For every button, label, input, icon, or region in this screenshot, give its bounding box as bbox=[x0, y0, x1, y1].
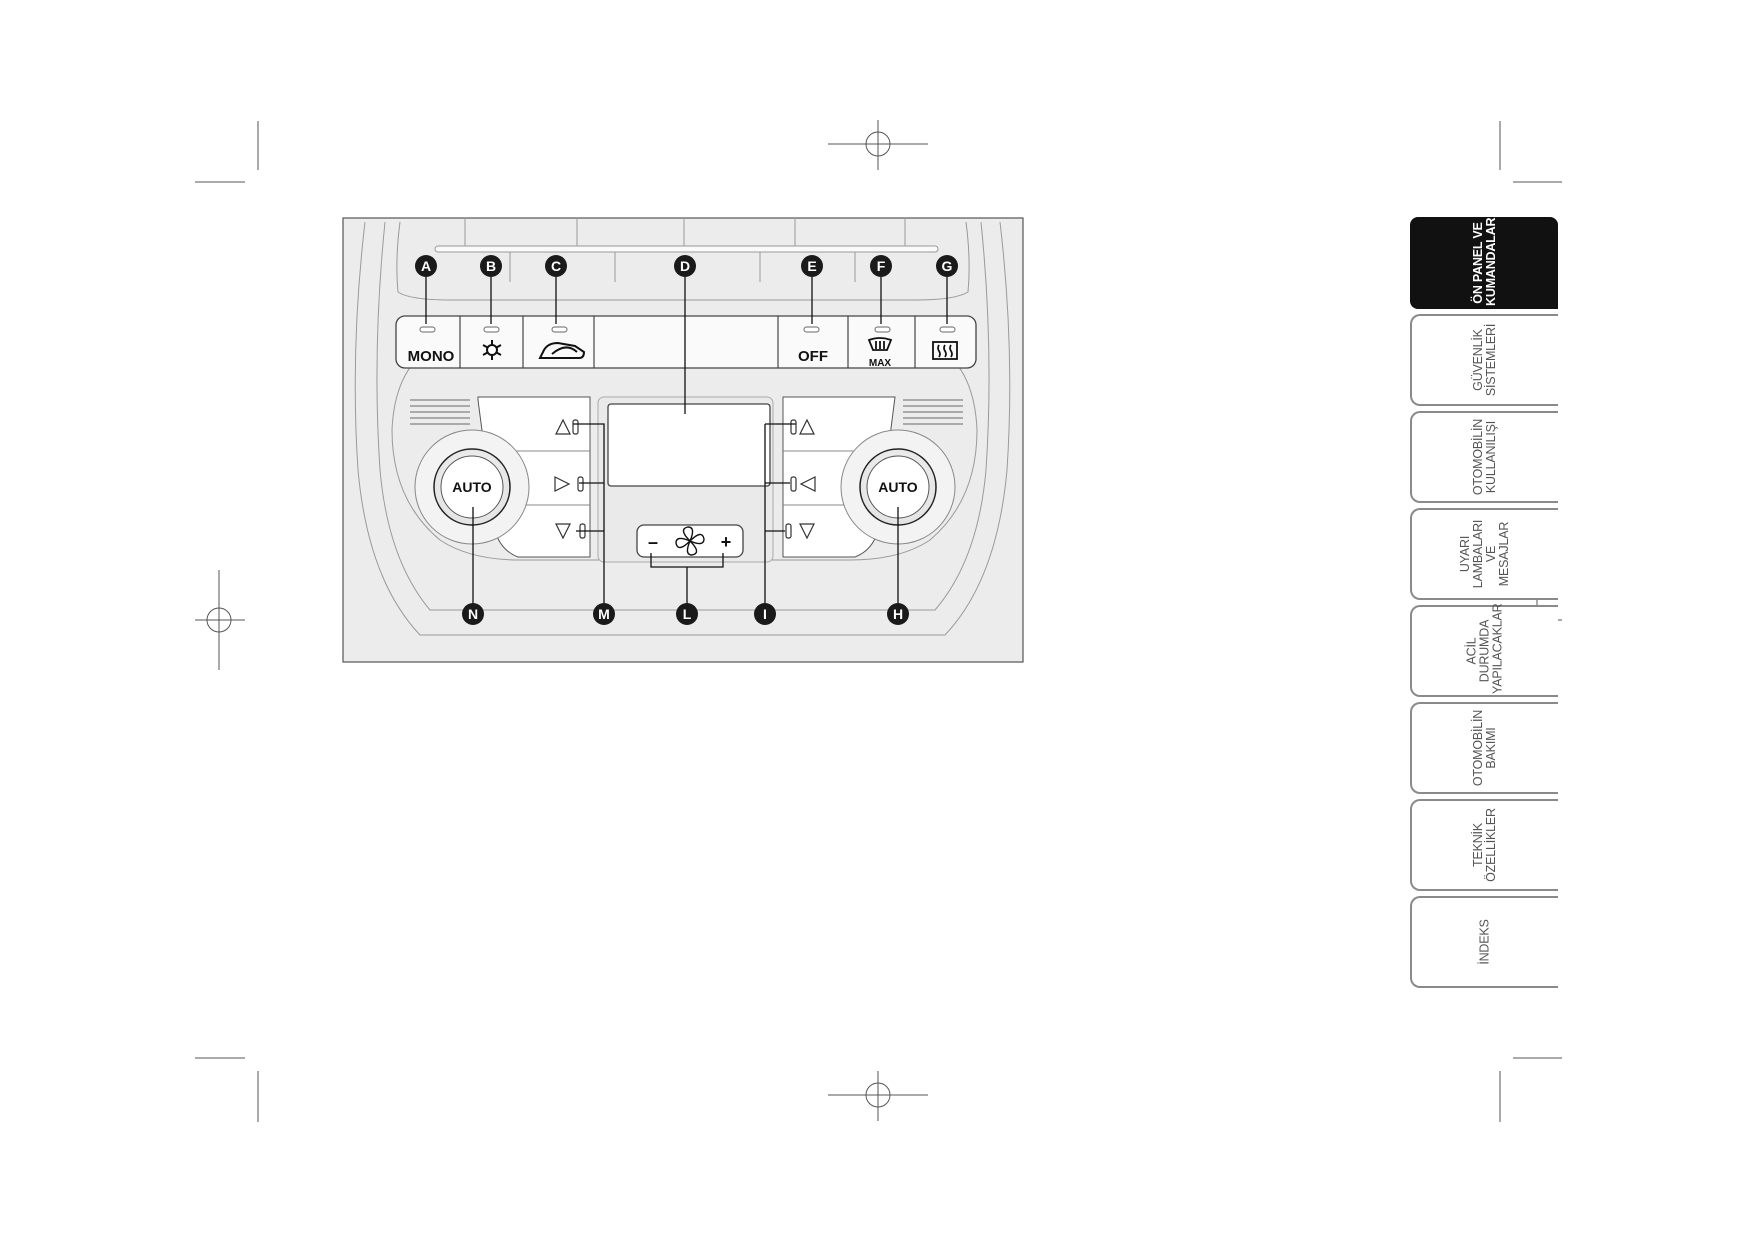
callout-n-label: N bbox=[468, 606, 478, 622]
callout-c-label: C bbox=[551, 258, 561, 274]
callout-e-marker bbox=[801, 255, 823, 277]
callout-n-marker bbox=[462, 603, 484, 625]
callout-d-label: D bbox=[680, 258, 690, 274]
callout-f-label: F bbox=[877, 258, 886, 274]
callout-f-marker bbox=[870, 255, 892, 277]
callout-b-marker bbox=[480, 255, 502, 277]
right-temperature-zone bbox=[782, 396, 963, 558]
top-button-strip bbox=[395, 315, 977, 369]
max-defrost-button[interactable]: MAX bbox=[869, 358, 892, 369]
callout-g-label: G bbox=[942, 258, 953, 274]
left-temperature-zone bbox=[410, 396, 591, 558]
fan-icon bbox=[675, 526, 705, 556]
fan-plus-button[interactable]: + bbox=[721, 532, 732, 552]
callout-l-marker bbox=[676, 603, 698, 625]
callout-a-marker bbox=[415, 255, 437, 277]
mono-button[interactable]: MONO bbox=[408, 348, 455, 365]
vent-up-icon[interactable] bbox=[555, 418, 579, 435]
vent-down-icon[interactable] bbox=[785, 523, 815, 540]
callout-l-label: L bbox=[683, 606, 692, 622]
callout-h-label: H bbox=[893, 606, 903, 622]
vent-center-icon[interactable] bbox=[554, 476, 584, 492]
rear-window-heater-icon[interactable] bbox=[932, 341, 958, 360]
snowflake-icon[interactable] bbox=[482, 340, 502, 360]
vent-up-icon[interactable] bbox=[790, 418, 815, 435]
auto-right-button[interactable]: AUTO bbox=[878, 479, 918, 495]
callout-markers: A B C D E F G H I L M N bbox=[415, 255, 958, 625]
callout-d-marker bbox=[674, 255, 696, 277]
leader-lines bbox=[425, 277, 948, 604]
callout-a-label: A bbox=[421, 258, 431, 274]
callout-e-label: E bbox=[807, 258, 816, 274]
recirculation-car-icon[interactable] bbox=[538, 341, 586, 359]
auto-left-button[interactable]: AUTO bbox=[452, 479, 492, 495]
off-button[interactable]: OFF bbox=[798, 348, 828, 365]
callout-h-marker bbox=[887, 603, 909, 625]
callout-g-marker bbox=[936, 255, 958, 277]
callout-c-marker bbox=[545, 255, 567, 277]
windscreen-defrost-icon[interactable] bbox=[867, 337, 893, 351]
callout-i-marker bbox=[754, 603, 776, 625]
callout-m-label: M bbox=[598, 606, 610, 622]
fan-speed-rocker[interactable] bbox=[636, 524, 744, 558]
callout-m-marker bbox=[593, 603, 615, 625]
callout-i-label: I bbox=[763, 606, 767, 622]
fan-minus-button[interactable]: – bbox=[648, 532, 658, 552]
vent-center-icon[interactable] bbox=[790, 476, 816, 492]
callout-b-label: B bbox=[486, 258, 496, 274]
tab-indeks[interactable]: İNDEKS bbox=[1410, 896, 1558, 988]
